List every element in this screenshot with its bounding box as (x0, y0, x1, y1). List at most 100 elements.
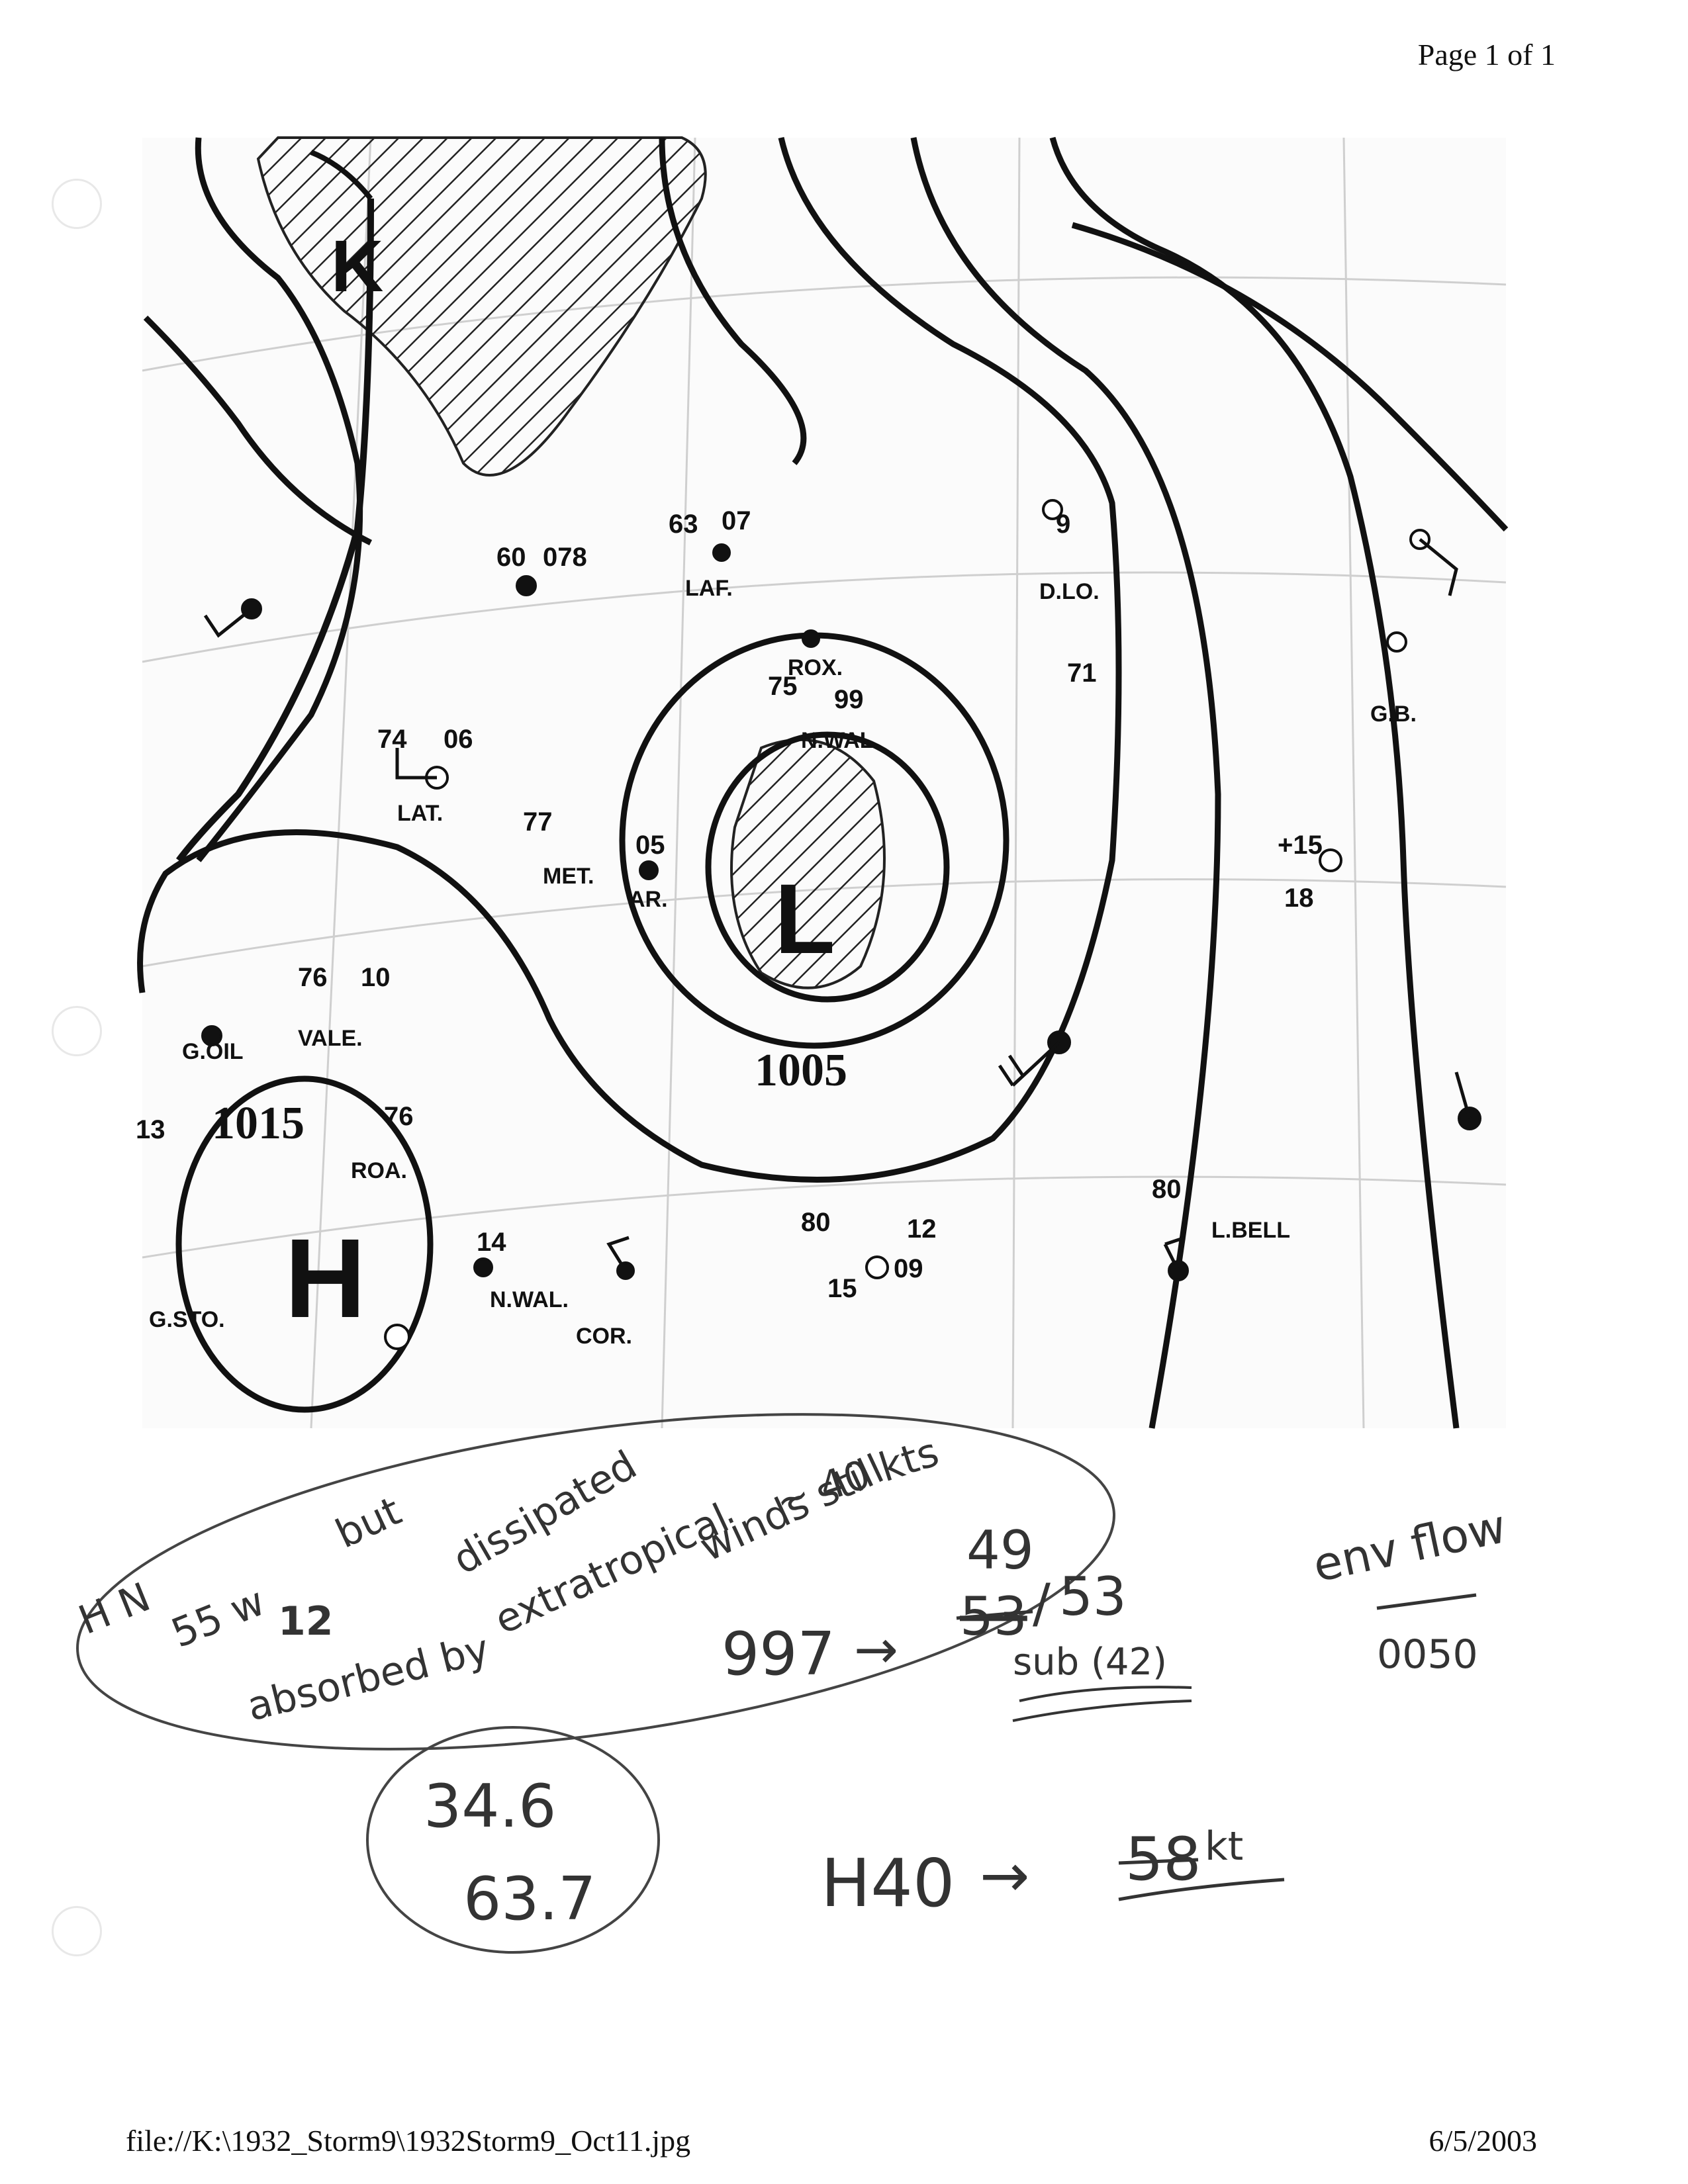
station-label-nwal-east: N.WAL. (801, 728, 880, 753)
station-value: 05 (635, 831, 665, 860)
station-marker (802, 629, 820, 648)
storm-note-line: H N (72, 1574, 156, 1644)
station-marker (1042, 499, 1063, 520)
station-label-dlo: D.LO. (1039, 579, 1100, 604)
isobar-inner (705, 731, 950, 1003)
storm-note-line: but (329, 1488, 408, 1558)
station-value: 14 (477, 1228, 506, 1257)
station-marker (201, 1025, 222, 1046)
station-label-rox: ROX. (788, 655, 843, 680)
station-value: 10 (361, 963, 391, 992)
station-label-lbell: L.BELL (1211, 1218, 1290, 1243)
high-pressure-symbol: H (285, 1216, 366, 1342)
station-marker (516, 575, 537, 596)
station-value: 71 (1067, 659, 1097, 688)
handwritten-annotations: H N 55 w 12 absorbed by but dissipated e… (72, 1413, 1511, 1954)
station-value: +15 (1278, 831, 1323, 860)
station-label-gb: G.B. (1370, 702, 1417, 727)
station-label-laf: LAF. (685, 576, 733, 601)
punch-hole-middle (52, 1006, 102, 1056)
arrow-icon: → (854, 1619, 898, 1680)
station-label-met: MET. (543, 864, 594, 889)
station-value: 09 (894, 1254, 923, 1283)
station-value: 76 (298, 963, 328, 992)
position-note: 34.6 63.7 (424, 1772, 596, 1934)
station-value: 60 (496, 543, 526, 572)
station-value: 76 (384, 1102, 414, 1131)
station-value: 74 (377, 725, 407, 754)
pressure-change-note: 997 → 49 53 / 53 sub (42) (722, 1520, 1192, 1722)
station-marker (639, 860, 659, 880)
print-date-label: 6/5/2003 (1429, 2124, 1537, 2158)
station-marker (1319, 848, 1342, 872)
file-path-label: file://K:\1932_Storm9\1932Storm9_Oct11.j… (126, 2124, 691, 2158)
front-line (176, 150, 374, 863)
slash-icon: / (1033, 1572, 1051, 1634)
station-value: 18 (1284, 884, 1314, 913)
wind-old-value: H40 (821, 1844, 955, 1922)
isobar-north (659, 137, 807, 465)
station-marker (865, 1255, 889, 1279)
isobar-outer-east (910, 137, 1221, 1429)
isobar-west (195, 137, 363, 862)
station-marker (1386, 631, 1407, 653)
station-label-nwal-west: N.WAL. (490, 1287, 569, 1312)
station-value: 99 (834, 685, 864, 714)
station-value: 80 (1152, 1175, 1182, 1204)
isobar-northwest (143, 315, 373, 546)
env-flow-label: env flow (1308, 1499, 1511, 1593)
isobar-label-1005: 1005 (755, 1045, 847, 1096)
env-flow-value: 0050 (1377, 1631, 1478, 1678)
wind-barbs (203, 538, 1472, 1272)
env-flow-note: env flow 0050 (1308, 1499, 1511, 1678)
station-label-gsto: G.STO. (149, 1307, 225, 1332)
station-value: 07 (722, 506, 751, 535)
storm-note-line: 12 (278, 1598, 334, 1645)
station-label-goil: G.OIL (182, 1039, 244, 1064)
pressure-above-value: 49 (966, 1520, 1034, 1581)
station-values: 60 078 63 07 74 06 75 99 77 05 76 10 80 … (136, 506, 1323, 1303)
position-lat: 34.6 (424, 1772, 556, 1841)
storm-marker-symbol: K (331, 226, 383, 307)
storm-note-outline (76, 1413, 1115, 1751)
env-flow-divider (1376, 1593, 1477, 1610)
pressure-below-note: sub (42) (1013, 1641, 1167, 1684)
pressure-after-slash-value: 53 (1059, 1566, 1127, 1627)
position-note-outline (366, 1726, 660, 1954)
punch-hole-bottom (52, 1906, 102, 1956)
storm-note-line: 55 w (165, 1578, 271, 1657)
station-label-lat: LAT. (397, 801, 443, 826)
station-label-ar: AR. (629, 887, 668, 912)
position-lon: 63.7 (463, 1864, 596, 1934)
station-value: 77 (523, 807, 553, 837)
arrow-icon: → (980, 1841, 1029, 1911)
punch-hole-top (52, 179, 102, 229)
station-value: 15 (827, 1274, 857, 1303)
station-value: 078 (543, 543, 587, 572)
station-label-vale: VALE. (298, 1026, 363, 1051)
underline-icon (1012, 1686, 1192, 1722)
station-labels: LAF. D.LO. ROX. N.WAL. MET. LAT. VALE. G… (149, 576, 1417, 1349)
wind-change-note: H40 → 58 kt (821, 1823, 1285, 1922)
wind-suffix: kt (1205, 1823, 1243, 1870)
isobar-high (175, 1075, 434, 1413)
low-pressure-symbol: L (774, 863, 835, 974)
isobar-northeast (1071, 222, 1509, 532)
station-value: 80 (801, 1208, 831, 1237)
page-number-label: Page 1 of 1 (1417, 38, 1556, 71)
station-marker (712, 543, 731, 562)
underline-icon (1118, 1878, 1285, 1901)
storm-note-line: ~ 40 kts (770, 1429, 944, 1525)
station-value: 9 (1056, 510, 1070, 539)
station-marker (473, 1257, 493, 1277)
pressure-old-value: 997 (722, 1619, 835, 1689)
isobars (137, 136, 1509, 1429)
station-value: 13 (136, 1115, 165, 1144)
station-value: 63 (669, 510, 698, 539)
station-value: 12 (907, 1214, 937, 1244)
isobar-main (137, 136, 1122, 1183)
station-label-cor: COR. (576, 1324, 632, 1349)
station-value: 06 (444, 725, 473, 754)
strike-line (1118, 1858, 1199, 1865)
